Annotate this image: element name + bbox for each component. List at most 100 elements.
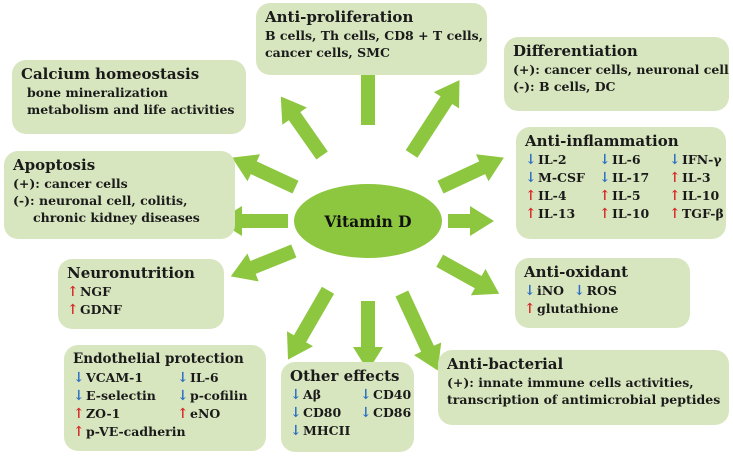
other-effects-grid: ↓Aβ↓CD40↓CD80↓CD86↓MHCII <box>290 386 411 440</box>
down-arrow-icon: ↓ <box>525 152 537 168</box>
anti-oxidant-box: Anti-oxidant ↓iNO↓ROS↑glutathione <box>515 258 690 328</box>
effect-item: ↓IL-6 <box>599 151 661 169</box>
down-arrow-icon: ↓ <box>525 170 537 186</box>
effect-item: ↓CD80 <box>290 404 352 422</box>
effect-item-label: IL-13 <box>538 206 576 221</box>
apoptosis-line: (-): neuronal cell, colitis, <box>13 193 188 208</box>
effect-item-label: MHCII <box>303 423 351 438</box>
effect-item-label: TGF-β <box>682 206 724 221</box>
down-arrow-icon: ↓ <box>177 370 189 386</box>
effect-item: ↑IL-13 <box>525 205 591 223</box>
down-arrow-icon: ↓ <box>599 152 611 168</box>
down-arrow-icon: ↓ <box>669 152 681 168</box>
effect-item-label: p-VE-cadherin <box>86 424 186 439</box>
effect-item-label: IL-4 <box>538 188 567 203</box>
down-arrow-icon: ↓ <box>290 405 302 421</box>
down-arrow-icon: ↓ <box>573 283 586 299</box>
effect-item: ↓iNO <box>524 282 566 300</box>
center-label: Vitamin D <box>324 211 412 231</box>
anti-inflammation-title: Anti-inflammation <box>525 132 679 150</box>
effect-item: ↓E-selectin <box>73 387 169 405</box>
effect-arrow <box>230 244 297 282</box>
effect-item-label: eNO <box>190 406 221 421</box>
effect-item-label: glutathione <box>537 301 619 316</box>
effect-arrow <box>436 254 500 296</box>
down-arrow-icon: ↓ <box>599 170 611 186</box>
effect-arrow <box>395 290 442 371</box>
anti-proliferation-box: Anti-proliferation B cells, Th cells, CD… <box>256 3 487 75</box>
anti-oxidant-title: Anti-oxidant <box>524 263 629 281</box>
anti-bacterial-title: Anti-bacterial <box>447 355 564 373</box>
effect-item: ↑ZO-1 <box>73 405 169 423</box>
other-effects-box: Other effects ↓Aβ↓CD40↓CD80↓CD86↓MHCII <box>281 362 414 452</box>
effect-item-label: IL-10 <box>682 188 720 203</box>
effect-item: ↓M-CSF <box>525 169 591 187</box>
effect-item-label: M-CSF <box>538 170 585 185</box>
up-arrow-icon: ↑ <box>73 424 85 440</box>
effect-item-label: ROS <box>586 283 617 298</box>
effect-item: ↑TGF-β <box>669 205 724 223</box>
neuronutrition-title: Neuronutrition <box>67 264 195 282</box>
center-ellipse <box>294 184 442 258</box>
effect-item: ↓Aβ <box>290 386 352 404</box>
calcium-homeostasis-line: bone mineralization <box>27 85 168 100</box>
effect-item-label: p-cofilin <box>190 388 248 403</box>
calcium-homeostasis-title: Calcium homeostasis <box>21 65 200 83</box>
effect-item-label: CD86 <box>373 405 412 420</box>
neuronutrition-list: ↑NGF↑GDNF <box>67 283 215 319</box>
effect-item-label: IL-10 <box>612 206 650 221</box>
down-arrow-icon: ↓ <box>290 387 302 403</box>
differentiation-title: Differentiation <box>513 42 638 60</box>
effect-item-label: IL-6 <box>612 152 641 167</box>
effect-item-label: CD80 <box>303 405 342 420</box>
anti-inflammation-grid: ↓IL-2↓IL-6↓IFN-γ↓M-CSF↓IL-17↑IL-3↑IL-4↑I… <box>525 151 724 223</box>
down-arrow-icon: ↓ <box>177 388 189 404</box>
up-arrow-icon: ↑ <box>599 206 611 222</box>
endothelial-protection-box: Endothelial protection ↓ VCAM-1 ↓IL-6 ↓E-se… <box>64 345 266 451</box>
calcium-homeostasis-box: Calcium homeostasis bone mineralization … <box>12 60 246 134</box>
effect-item-label: VCAM-1 <box>86 370 144 385</box>
effect-item: ↓IL-6 <box>177 369 257 387</box>
up-arrow-icon: ↑ <box>669 206 681 222</box>
down-arrow-icon: ↓ <box>290 423 302 439</box>
apoptosis-line: (+): cancer cells <box>13 176 128 191</box>
effect-item-label: IL-3 <box>682 170 711 185</box>
anti-proliferation-title: Anti-proliferation <box>265 8 414 26</box>
effect-item: ↓MHCII <box>290 422 352 440</box>
effect-item: ↓p-cofilin <box>177 387 257 405</box>
up-arrow-icon: ↑ <box>73 406 85 422</box>
effect-arrow <box>218 206 288 236</box>
effect-arrow <box>437 154 504 194</box>
anti-bacterial-line: (+): innate immune cells activities, <box>447 375 694 390</box>
anti-proliferation-line: cancer cells, SMC <box>265 45 390 60</box>
effect-item: ↑p-VE-cadherin <box>73 423 186 441</box>
endothelial-protection-title: Endothelial protection <box>73 351 244 367</box>
up-arrow-icon: ↑ <box>524 301 536 317</box>
effect-item-label: GDNF <box>80 302 122 317</box>
arrow-group <box>218 43 504 371</box>
differentiation-box: Differentiation (+): cancer cells, neuro… <box>504 37 729 111</box>
endothelial-protection-grid: ↓VCAM-1↓IL-6↓E-selectin↓p-cofilin↑ZO-1↑e… <box>73 369 257 441</box>
up-arrow-icon: ↑ <box>67 284 79 300</box>
effect-item: ↑NGF <box>67 283 215 301</box>
apoptosis-box: Apoptosis (+): cancer cells (-): neurona… <box>4 151 235 239</box>
effect-item-label: iNO <box>537 283 565 298</box>
effect-item: ↑GDNF <box>67 301 215 319</box>
effect-arrow <box>448 206 494 236</box>
effect-item-label: IL-2 <box>538 152 567 167</box>
effect-item: ↑eNO <box>177 405 257 423</box>
effect-item: ↓CD86 <box>360 404 411 422</box>
differentiation-line: (-): B cells, DC <box>513 79 616 94</box>
effect-item: ↑glutathione <box>524 300 618 318</box>
up-arrow-icon: ↑ <box>525 188 537 204</box>
effect-arrow <box>232 154 299 194</box>
effect-item-label: ZO-1 <box>86 406 121 421</box>
effect-arrow <box>353 301 383 371</box>
effect-item: ↓ROS <box>574 282 619 300</box>
effect-arrow <box>287 286 335 360</box>
effect-item-label: IFN-γ <box>682 152 722 167</box>
effect-item: ↑IL-3 <box>669 169 724 187</box>
effect-arrow <box>280 96 328 160</box>
up-arrow-icon: ↑ <box>525 206 537 222</box>
